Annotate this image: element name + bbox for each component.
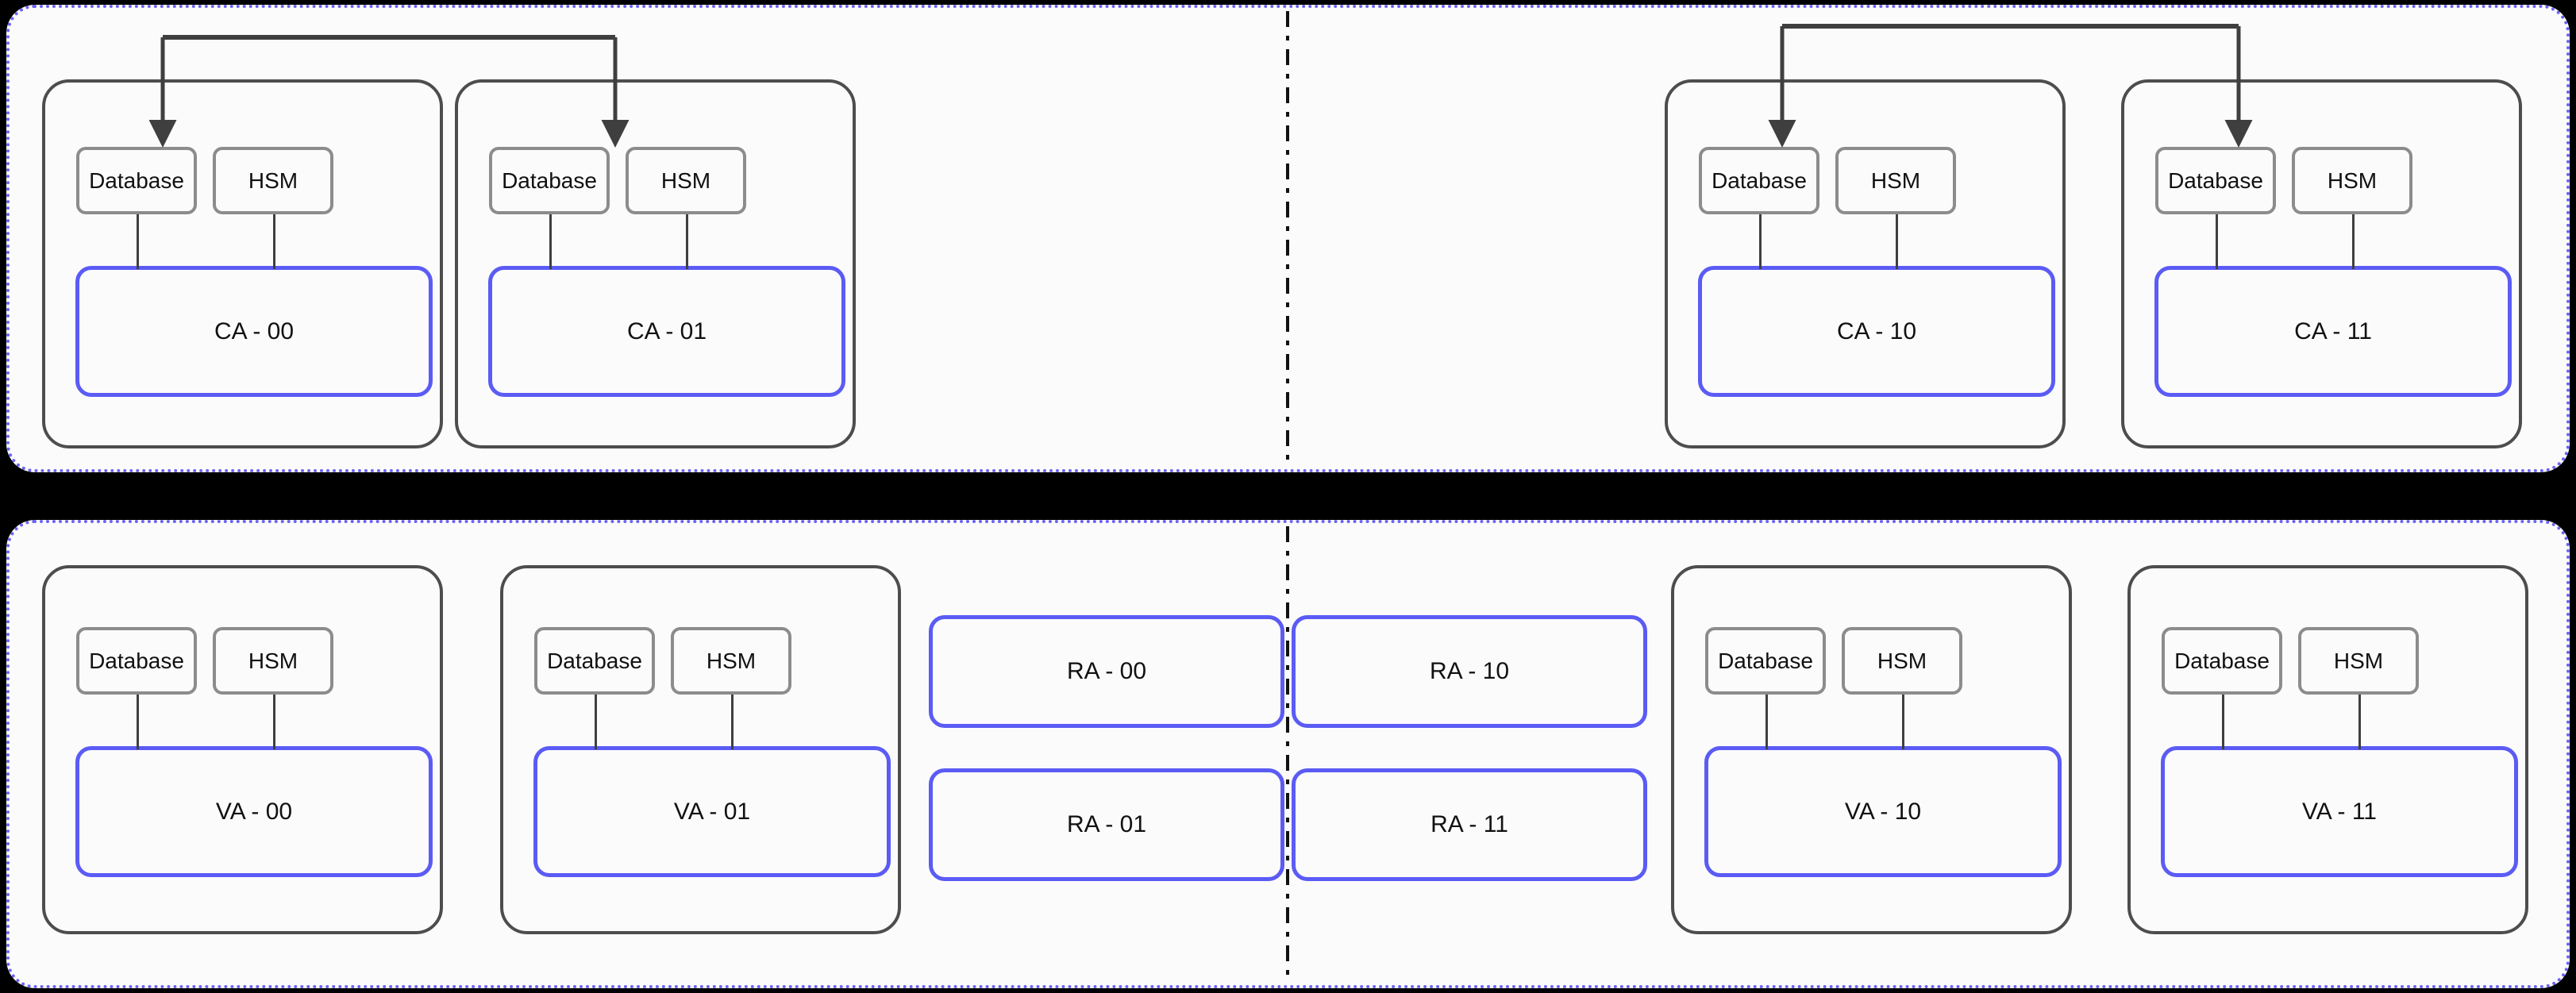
va-node-01-hsm[interactable]: HSM [671,627,791,695]
va-node-00-hsm-stem [273,695,275,749]
va-node-11-service[interactable]: VA - 11 [2161,746,2518,877]
ca-node-10-database[interactable]: Database [1699,147,1819,214]
ca-zone-divider [1286,11,1289,466]
va-node-11-hsm[interactable]: HSM [2298,627,2419,695]
ca-node-00-database-stem [137,214,139,269]
va-node-00-database-stem [137,695,139,749]
ca-node-01-database[interactable]: Database [489,147,610,214]
ca-node-01-hsm[interactable]: HSM [626,147,746,214]
ra-10[interactable]: RA - 10 [1292,615,1647,728]
ca-node-10-service[interactable]: CA - 10 [1698,266,2055,397]
va-node-10-database[interactable]: Database [1705,627,1826,695]
ra-01[interactable]: RA - 01 [929,768,1284,881]
va-node-01-hsm-stem [731,695,734,749]
ca-node-01-hsm-stem [686,214,688,269]
ca-node-10-hsm[interactable]: HSM [1835,147,1956,214]
va-node-01-database[interactable]: Database [534,627,655,695]
va-node-10-hsm[interactable]: HSM [1842,627,1962,695]
va-ra-zone-divider [1286,526,1289,982]
va-node-10-hsm-stem [1902,695,1904,749]
ca-node-11-database[interactable]: Database [2155,147,2276,214]
va-node-11-hsm-stem [2358,695,2361,749]
ca-node-00-service[interactable]: CA - 00 [75,266,433,397]
ca-node-10-hsm-stem [1896,214,1898,269]
ca-node-11-database-stem [2216,214,2218,269]
va-node-00-hsm[interactable]: HSM [213,627,333,695]
va-node-10-database-stem [1765,695,1768,749]
va-node-11-database[interactable]: Database [2162,627,2282,695]
va-node-00-service[interactable]: VA - 00 [75,746,433,877]
ca-node-11-hsm-stem [2352,214,2355,269]
ra-11[interactable]: RA - 11 [1292,768,1647,881]
ca-node-11-hsm[interactable]: HSM [2292,147,2412,214]
va-node-01-database-stem [595,695,597,749]
ca-node-01-service[interactable]: CA - 01 [488,266,845,397]
ca-node-01-database-stem [549,214,552,269]
va-node-01-service[interactable]: VA - 01 [533,746,891,877]
ca-node-00-hsm-stem [273,214,275,269]
va-node-10-service[interactable]: VA - 10 [1704,746,2062,877]
ca-node-00-hsm[interactable]: HSM [213,147,333,214]
ca-node-11-service[interactable]: CA - 11 [2154,266,2512,397]
ca-node-00-database[interactable]: Database [76,147,197,214]
va-node-11-database-stem [2222,695,2224,749]
ca-node-10-database-stem [1759,214,1762,269]
va-node-00-database[interactable]: Database [76,627,197,695]
ra-00[interactable]: RA - 00 [929,615,1284,728]
